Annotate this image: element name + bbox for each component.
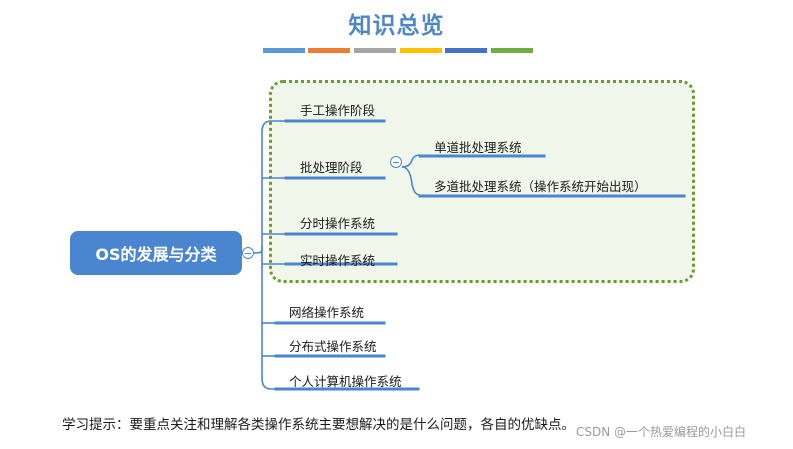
connector-line xyxy=(261,246,276,390)
branch-distributed[interactable]: 分布式操作系统 xyxy=(289,339,377,354)
branch-manual-stage[interactable]: 手工操作阶段 xyxy=(300,103,376,118)
watermark: CSDN @一个热爱编程的小白白 xyxy=(576,425,747,439)
branch-multi-batch[interactable]: 多道批处理系统（操作系统开始出现） xyxy=(434,179,647,194)
branch-real-time[interactable]: 实时操作系统 xyxy=(300,253,376,268)
branch-time-sharing[interactable]: 分时操作系统 xyxy=(300,216,376,231)
root-node-label: OS的发展与分类 xyxy=(95,245,217,264)
branch-batch-stage[interactable]: 批处理阶段 xyxy=(300,160,363,175)
title-color-bar xyxy=(445,48,487,53)
highlight-frame xyxy=(269,80,695,283)
title-color-bar xyxy=(491,48,533,53)
title-color-bar xyxy=(354,48,396,53)
title-color-bar xyxy=(263,48,305,53)
connector-line xyxy=(401,166,421,196)
title-color-bar xyxy=(400,48,442,53)
collapse-icon[interactable] xyxy=(390,156,402,168)
root-node[interactable]: OS的发展与分类 xyxy=(70,231,242,275)
learning-tip: 学习提示：要重点关注和理解各类操作系统主要想解决的是什么问题，各自的优缺点。 xyxy=(62,417,575,433)
branch-network[interactable]: 网络操作系统 xyxy=(289,305,365,320)
connector-line xyxy=(253,120,286,254)
connector-line xyxy=(401,154,421,168)
page-title: 知识总览 xyxy=(348,13,445,39)
branch-personal-computer[interactable]: 个人计算机操作系统 xyxy=(289,374,402,389)
collapse-icon[interactable] xyxy=(242,247,254,259)
title-color-bar xyxy=(308,48,350,53)
branch-single-batch[interactable]: 单道批处理系统 xyxy=(434,140,522,155)
